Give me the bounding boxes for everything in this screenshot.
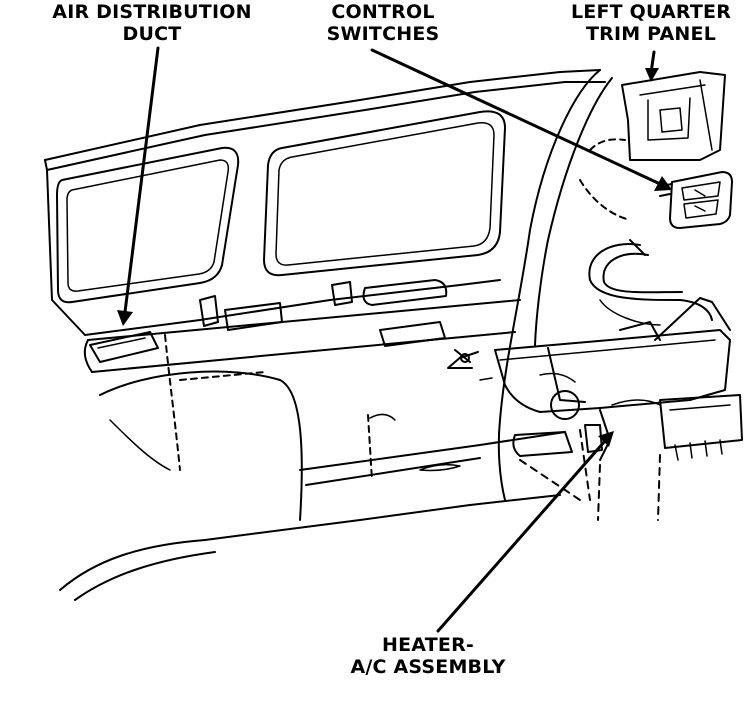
label-control-switches-line1: CONTROL	[331, 1, 435, 23]
vehicle-body-outline	[44, 69, 613, 601]
heater-ac-assembly	[494, 297, 743, 521]
label-control-switches: CONTROL SWITCHES	[318, 1, 448, 45]
label-heater-ac-assembly-line1: HEATER-	[382, 634, 474, 656]
label-left-quarter-trim-panel-line2: TRIM PANEL	[585, 23, 717, 45]
label-air-distribution-duct-line1: AIR DISTRIBUTION	[52, 1, 252, 23]
label-control-switches-line2: SWITCHES	[326, 23, 440, 45]
fasteners	[367, 351, 493, 481]
leader-arrows	[123, 46, 660, 633]
air-distribution-duct	[83, 279, 521, 471]
label-heater-ac-assembly-line2: A/C ASSEMBLY	[350, 656, 506, 678]
label-heater-ac-assembly: HEATER- A/C ASSEMBLY	[348, 634, 508, 678]
control-switches	[659, 171, 733, 229]
label-left-quarter-trim-panel-line1: LEFT QUARTER	[570, 1, 732, 23]
wiring-harness	[588, 239, 713, 326]
quarter-windows	[56, 110, 506, 304]
arrow-heads	[117, 68, 672, 447]
label-air-distribution-duct: AIR DISTRIBUTION DUCT	[38, 1, 266, 45]
label-left-quarter-trim-panel: LEFT QUARTER TRIM PANEL	[560, 1, 742, 45]
left-quarter-trim-panel	[579, 71, 726, 221]
label-air-distribution-duct-line2: DUCT	[122, 23, 182, 45]
